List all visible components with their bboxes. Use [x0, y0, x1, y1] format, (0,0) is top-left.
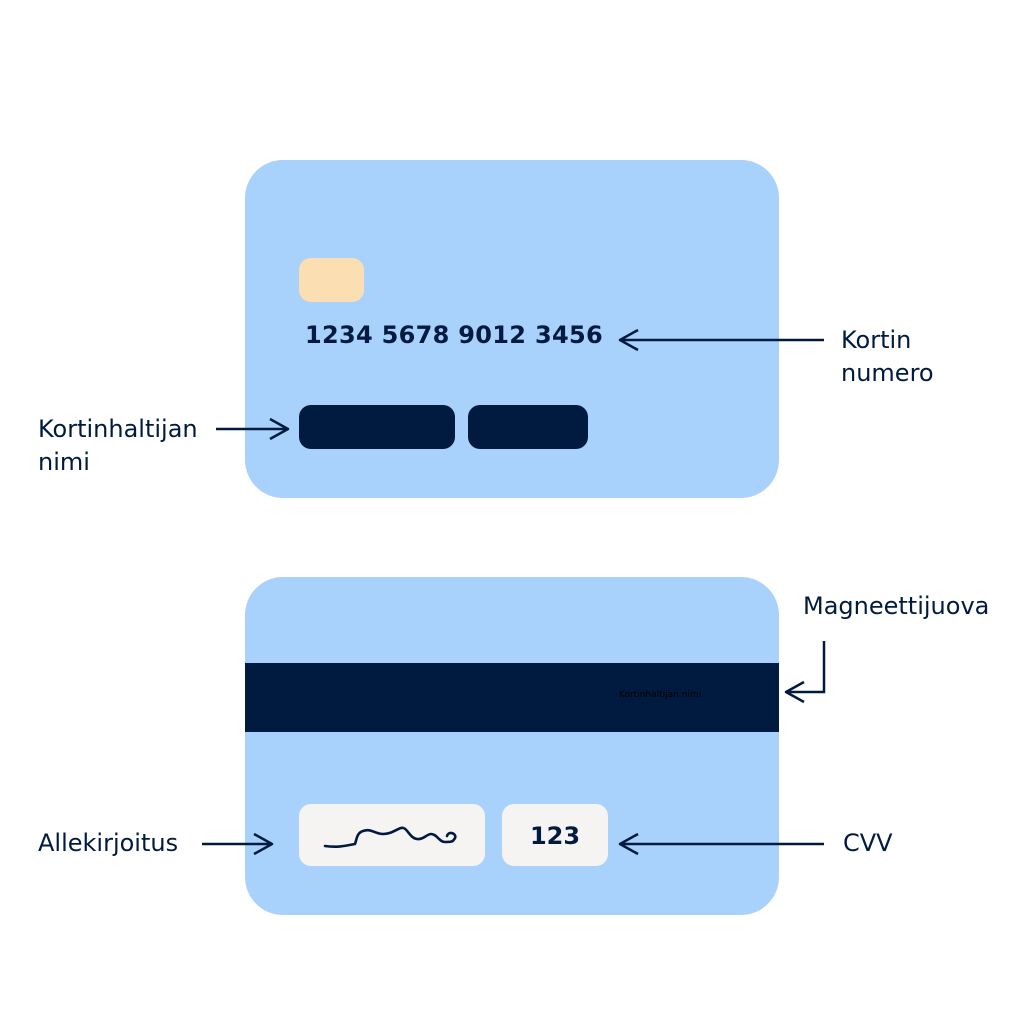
signature-scribble-icon [323, 826, 457, 848]
label-signature: Allekirjoitus [38, 829, 179, 857]
label-cvv: CVV [843, 829, 893, 857]
cvv-panel: 123 [502, 804, 608, 866]
signature-panel [299, 804, 485, 866]
card-front: 1234 5678 9012 3456 [245, 160, 779, 498]
label-card-number-line2: numero [841, 359, 934, 387]
label-cardholder-name: Kortinhaltijan nimi [38, 413, 198, 479]
cardholder-surname-block [468, 405, 588, 449]
stripe-text: Kortinhaltijan nimi [619, 690, 702, 700]
cardholder-name-block [299, 405, 455, 449]
label-card-number: Kortin numero [841, 324, 934, 390]
magnetic-stripe: Kortinhaltijan nimi [245, 663, 779, 732]
arrow-magnetic-stripe-icon [784, 641, 826, 704]
card-back: Kortinhaltijan nimi 123 [245, 577, 779, 915]
label-cardholder-line1: Kortinhaltijan [38, 415, 198, 443]
label-card-number-line1: Kortin [841, 326, 912, 354]
label-cardholder-line2: nimi [38, 448, 90, 476]
label-magnetic-stripe: Magneettijuova [803, 592, 990, 620]
card-number: 1234 5678 9012 3456 [305, 321, 603, 349]
cvv-value: 123 [529, 822, 581, 850]
chip-icon [299, 258, 364, 302]
